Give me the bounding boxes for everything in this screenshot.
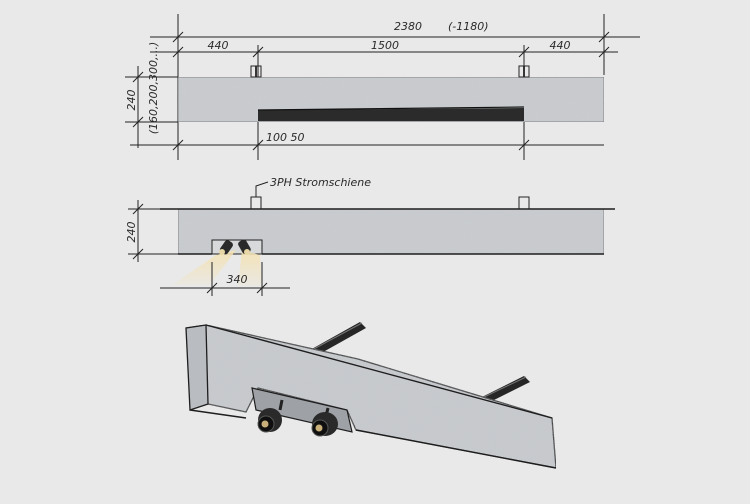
elevation-height-label: 240 (125, 90, 138, 111)
overall-length-alt-label: (-1180) (448, 20, 489, 33)
perspective-spotlight-left (257, 399, 284, 433)
segment-right-label: 440 (550, 39, 571, 52)
spot-spacing-label: 340 (227, 273, 248, 286)
elevation-light-slot (258, 108, 524, 121)
elevation-height-options-label: (160,200,300,...) (147, 42, 160, 135)
rail-note-leader (255, 181, 269, 197)
overall-length-label: 2380 (394, 20, 422, 33)
elevation-view: 2380 (-1180) 440 1500 440 240 (160,200,3… (125, 14, 640, 160)
perspective-spotlight-right (311, 407, 338, 437)
light-beam-left (172, 250, 236, 285)
slot-length-label: 100 50 (266, 131, 305, 144)
rail-back (309, 322, 366, 356)
spotlight-left (219, 240, 233, 255)
segment-left-label: 440 (208, 39, 229, 52)
spotlight-right (238, 239, 251, 255)
section-view: 3PH Stromschiene 240 340 (125, 176, 615, 296)
perspective-view (185, 322, 557, 469)
section-rail-connector-left (250, 196, 262, 210)
rail-note-label: 3PH Stromschiene (270, 176, 371, 189)
light-beam-right (238, 250, 262, 286)
rail-front (481, 376, 530, 403)
beam-end-face (185, 324, 209, 411)
section-height-label: 240 (125, 222, 138, 243)
section-rail-connector-right (518, 196, 530, 210)
segment-middle-label: 1500 (371, 39, 399, 52)
